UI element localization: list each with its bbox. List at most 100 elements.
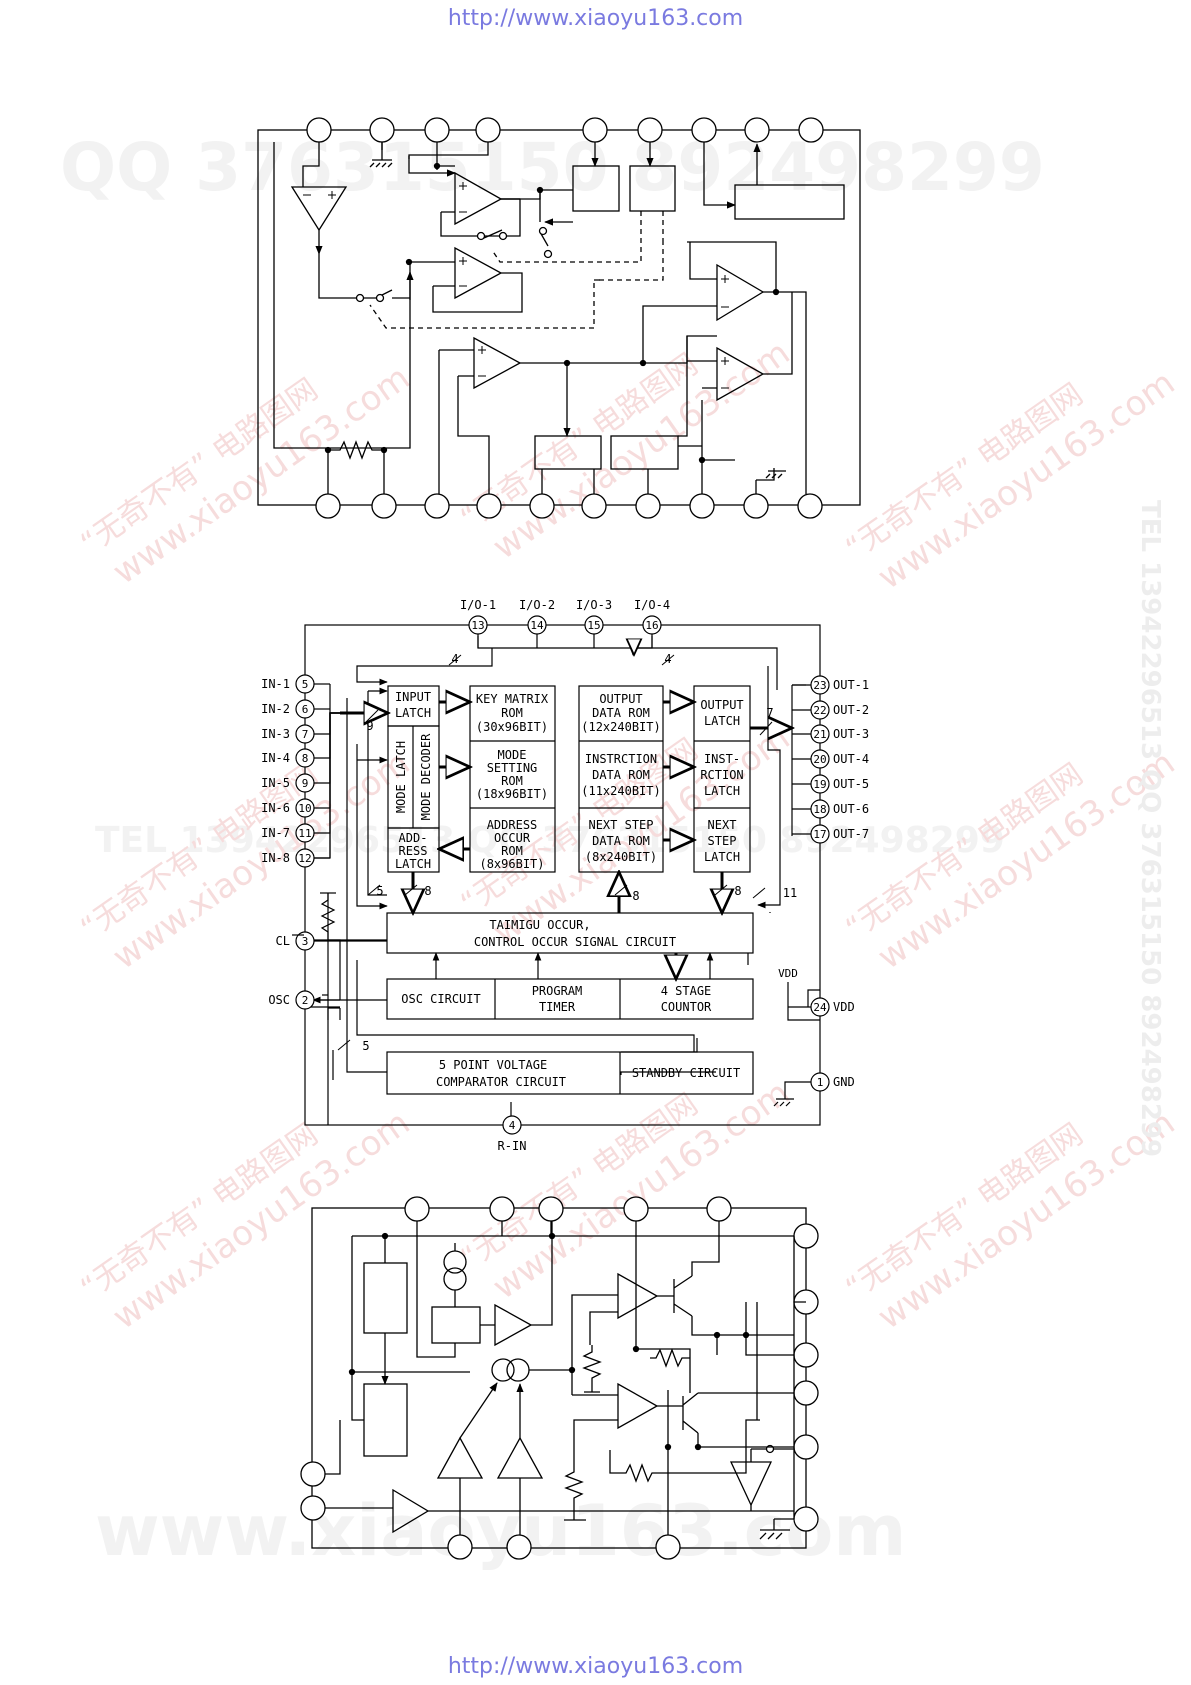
counter-text: COUNTOR bbox=[661, 1000, 712, 1014]
ic3-wiring bbox=[325, 1221, 806, 1540]
bus-width-n8c: 8 bbox=[734, 884, 741, 898]
ic3-block-upper bbox=[363, 1262, 408, 1334]
ic3-amp-1 bbox=[617, 1272, 659, 1320]
cl-pullup bbox=[320, 892, 336, 940]
opamp-3 bbox=[454, 246, 503, 300]
timing-text: CONTROL OCCUR SIGNAL CIRCUIT bbox=[474, 935, 676, 949]
key-matrix-text: (30x96BIT) bbox=[476, 720, 548, 734]
comparator-standby-block bbox=[386, 1051, 754, 1095]
input-pin-number: 5 bbox=[302, 678, 309, 691]
address-occur-text: (8x96BIT) bbox=[479, 857, 544, 871]
rin-pin bbox=[502, 1115, 522, 1135]
red-watermark-url: www.xiaoyu163.com bbox=[106, 358, 418, 593]
timing-text: TAIMIGU OCCUR, bbox=[489, 918, 590, 932]
input-label: IN-2 bbox=[261, 702, 290, 716]
rin-pin-number: 4 bbox=[509, 1119, 516, 1132]
mode-setting-text: SETTING bbox=[487, 761, 538, 775]
input-pin-number: 6 bbox=[302, 703, 309, 716]
osc-timer-counter-block bbox=[386, 978, 754, 1020]
ic1-ground-symbols bbox=[369, 142, 786, 479]
vdd-pin-number: 24 bbox=[813, 1001, 827, 1014]
bus-width-n4b: 4 bbox=[664, 652, 671, 666]
ic3-block-middle bbox=[431, 1306, 481, 1344]
osc-label: OSC bbox=[268, 993, 290, 1007]
ic1-dashed-controls bbox=[369, 211, 664, 329]
ic3-resistor-2 bbox=[650, 1348, 690, 1368]
output-data-text: DATA ROM bbox=[592, 706, 650, 720]
diagram-2-block bbox=[292, 615, 830, 1135]
input-bus bbox=[314, 684, 331, 859]
next-step-latch-text: NEXT bbox=[708, 818, 737, 832]
input-label: IN-5 bbox=[261, 776, 290, 790]
output-label: OUT-6 bbox=[833, 802, 869, 816]
output-label: OUT-2 bbox=[833, 703, 869, 717]
ic1-outline bbox=[257, 129, 861, 506]
output-pin-number: 20 bbox=[813, 753, 826, 766]
program-timer-text: TIMER bbox=[539, 1000, 576, 1014]
input-latch-text: INPUT bbox=[395, 690, 431, 704]
input-label: IN-1 bbox=[261, 677, 290, 691]
mode-decoder-text: MODE DECODER bbox=[419, 733, 433, 820]
output-pin-number: 19 bbox=[813, 778, 826, 791]
io-pin-number: 13 bbox=[471, 619, 484, 632]
input-pin-number: 10 bbox=[298, 802, 311, 815]
next-step-latch-text: LATCH bbox=[704, 850, 740, 864]
footer-url[interactable]: http://www.xiaoyu163.com bbox=[447, 1654, 744, 1679]
bus-width-n11: 11 bbox=[783, 886, 797, 900]
key-matrix-text: KEY MATRIX bbox=[476, 692, 549, 706]
program-timer-text: PROGRAM bbox=[532, 984, 583, 998]
key-matrix-text: ROM bbox=[501, 706, 523, 720]
address-occur-text: OCCUR bbox=[494, 831, 531, 845]
address-occur-text: ADDRESS bbox=[487, 818, 538, 832]
cl-pin-number: 3 bbox=[302, 935, 309, 948]
vdd-label: VDD bbox=[833, 1000, 855, 1014]
io-label: I/O-1 bbox=[460, 598, 496, 612]
output-pin-number: 18 bbox=[813, 803, 826, 816]
mode-setting-text: ROM bbox=[501, 774, 523, 788]
ic3-transistor-1 bbox=[657, 1275, 693, 1317]
opamp-1 bbox=[290, 186, 348, 232]
next-step-data-text: NEXT STEP bbox=[588, 818, 653, 832]
output-label: OUT-1 bbox=[833, 678, 869, 692]
input-lead bbox=[314, 712, 340, 759]
diagram-1-block bbox=[257, 117, 861, 519]
io-pin-number: 15 bbox=[587, 619, 600, 632]
input-pin-number: 11 bbox=[298, 827, 311, 840]
bus-width-n5a: 5 bbox=[376, 884, 383, 898]
diagram-3-block bbox=[300, 1196, 819, 1560]
opamp-2 bbox=[454, 171, 503, 226]
bus-width-n8a: 8 bbox=[424, 884, 431, 898]
next-step-data-text: (8x240BIT) bbox=[585, 850, 657, 864]
watermark-tel: TEL 13942296513 QQ 376315150 892498299 bbox=[95, 820, 1005, 861]
gnd-pin-number: 1 bbox=[817, 1076, 824, 1089]
header-url[interactable]: http://www.xiaoyu163.com bbox=[447, 6, 744, 31]
instruction-data-text: (11x240BIT) bbox=[581, 784, 660, 798]
output-label: OUT-7 bbox=[833, 827, 869, 841]
bus-width-n9: 9 bbox=[366, 719, 373, 733]
output-pin-number: 23 bbox=[813, 679, 826, 692]
red-watermark-url: www.xiaoyu163.com bbox=[486, 333, 798, 568]
ic3-transistor-2 bbox=[657, 1392, 699, 1434]
red-watermark-url: www.xiaoyu163.com bbox=[106, 1103, 418, 1338]
ic3-block-lower bbox=[363, 1383, 408, 1457]
ic2-outline bbox=[304, 624, 821, 1126]
output-label: OUT-4 bbox=[833, 752, 869, 766]
vdd-supply-label: VDD bbox=[778, 967, 798, 980]
cl-label: CL bbox=[276, 934, 290, 948]
red-watermark-url: www.xiaoyu163.com bbox=[486, 1073, 798, 1308]
opamp-5 bbox=[716, 263, 765, 322]
io-pin-number: 14 bbox=[530, 619, 544, 632]
next-step-data-text: DATA ROM bbox=[592, 834, 650, 848]
ic3-buffer-2 bbox=[436, 1436, 484, 1479]
instruction-data-text: DATA ROM bbox=[592, 768, 650, 782]
osc-pin-number: 2 bbox=[302, 994, 309, 1007]
bus-width-n8b: 8 bbox=[632, 889, 639, 903]
mode-setting-text: MODE bbox=[498, 748, 527, 762]
ic1-block-e bbox=[610, 435, 679, 470]
input-label: IN-3 bbox=[261, 727, 290, 741]
ic1-resistor bbox=[328, 440, 384, 460]
